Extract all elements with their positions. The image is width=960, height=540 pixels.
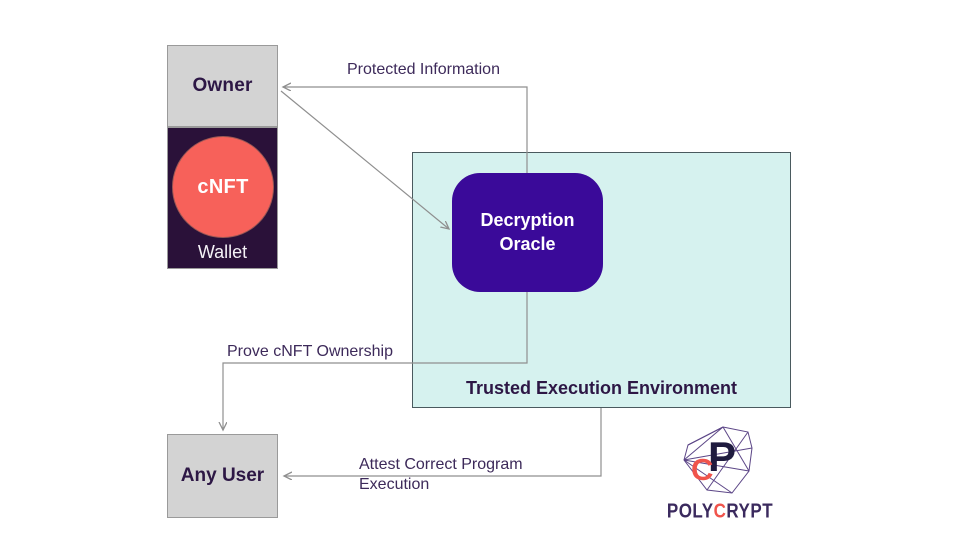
owner-label: Owner [192, 75, 253, 96]
cnft-token-circle: cNFT [172, 136, 274, 238]
oracle-label: Decryption Oracle [480, 210, 575, 254]
wordmark-rypt: RYPT [726, 500, 774, 523]
polycrypt-wordmark: POLYCRYPT [655, 500, 785, 524]
any-user-node: Any User [167, 434, 278, 518]
decryption-oracle-node: Decryption Oracle [452, 173, 603, 292]
logo-letter-p: P [708, 433, 736, 480]
any-user-label: Any User [180, 465, 265, 486]
logo-letter-c: C [691, 452, 713, 487]
polycrypt-logo: P C POLYCRYPT [655, 418, 785, 530]
tee-label: Trusted Execution Environment [465, 378, 738, 398]
wallet-node: cNFT Wallet [167, 127, 278, 269]
owner-node: Owner [167, 45, 278, 127]
wordmark-poly: POLY [666, 500, 714, 523]
protected-information-label: Protected Information [347, 61, 500, 78]
wordmark-c: C [713, 500, 727, 523]
polycrypt-logo-mark: P C [683, 426, 753, 494]
wallet-label: Wallet [197, 242, 248, 262]
cnft-label: cNFT [197, 175, 249, 198]
attest-execution-label: Attest Correct Program Execution [359, 456, 523, 493]
prove-ownership-label: Prove cNFT Ownership [227, 343, 393, 360]
